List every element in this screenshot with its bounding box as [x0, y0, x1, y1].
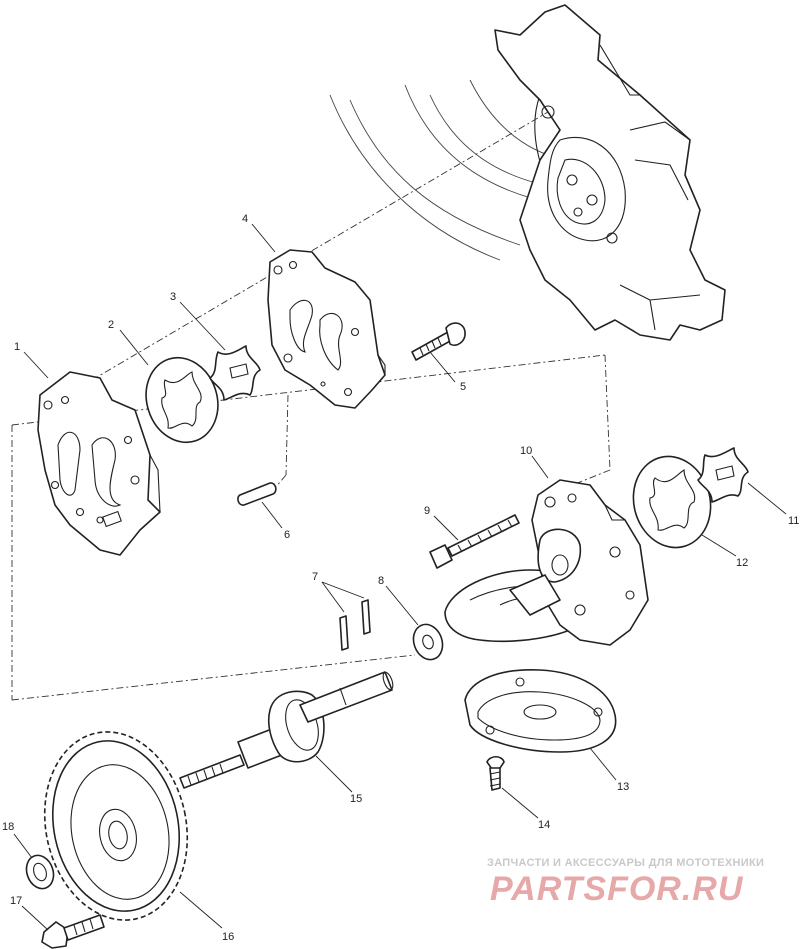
part-14-small-screw — [486, 755, 505, 791]
part-8-washer — [412, 623, 444, 661]
part-16-drive-gear — [43, 731, 189, 921]
part-5-screw — [411, 322, 466, 361]
callout-16: 16 — [222, 931, 234, 943]
callout-7: 7 — [312, 571, 318, 583]
part-3-inner-rotor — [209, 345, 261, 401]
part-17-bolt — [41, 914, 105, 949]
callout-6: 6 — [284, 529, 290, 541]
alignment-lines — [11, 111, 611, 701]
callout-9: 9 — [424, 505, 430, 517]
part-15-shaft — [179, 671, 394, 789]
callout-15: 15 — [350, 793, 362, 805]
callout-5: 5 — [460, 381, 466, 393]
engine-crankcase — [329, 4, 726, 341]
callout-11: 11 — [788, 515, 799, 527]
callout-17: 17 — [10, 895, 22, 907]
part-2-outer-rotor — [145, 356, 219, 444]
part-1-pump-body — [37, 371, 161, 556]
watermark-brand: PARTSFOR.RU — [490, 870, 744, 908]
watermark: ЗАПЧАСТИ И АКСЕССУАРЫ ДЛЯ МОТОТЕХНИКИ PA… — [487, 857, 764, 908]
part-9-long-bolt — [429, 514, 520, 569]
callout-labels: 1 2 3 4 5 6 7 8 9 10 11 12 13 14 15 16 1… — [2, 213, 799, 943]
part-10-pump-housing — [444, 479, 649, 646]
callout-1: 1 — [14, 341, 20, 353]
callout-4: 4 — [242, 213, 248, 225]
callout-8: 8 — [378, 575, 384, 587]
callout-12: 12 — [736, 557, 748, 569]
callout-10: 10 — [520, 445, 532, 457]
watermark-tagline: ЗАПЧАСТИ И АКСЕССУАРЫ ДЛЯ МОТОТЕХНИКИ — [487, 857, 764, 869]
callout-14: 14 — [538, 819, 550, 831]
part-13-gasket-plate — [464, 669, 617, 753]
callout-3: 3 — [170, 291, 176, 303]
callout-13: 13 — [617, 781, 629, 793]
part-18-washer — [25, 854, 55, 890]
part-11-inner-rotor — [697, 447, 749, 503]
callout-18: 18 — [2, 821, 14, 833]
leader-lines — [13, 223, 787, 931]
callout-2: 2 — [108, 319, 114, 331]
part-7-pins — [339, 599, 371, 651]
part-6-dowel-pin — [237, 482, 277, 506]
part-4-cover-plate — [267, 249, 386, 409]
